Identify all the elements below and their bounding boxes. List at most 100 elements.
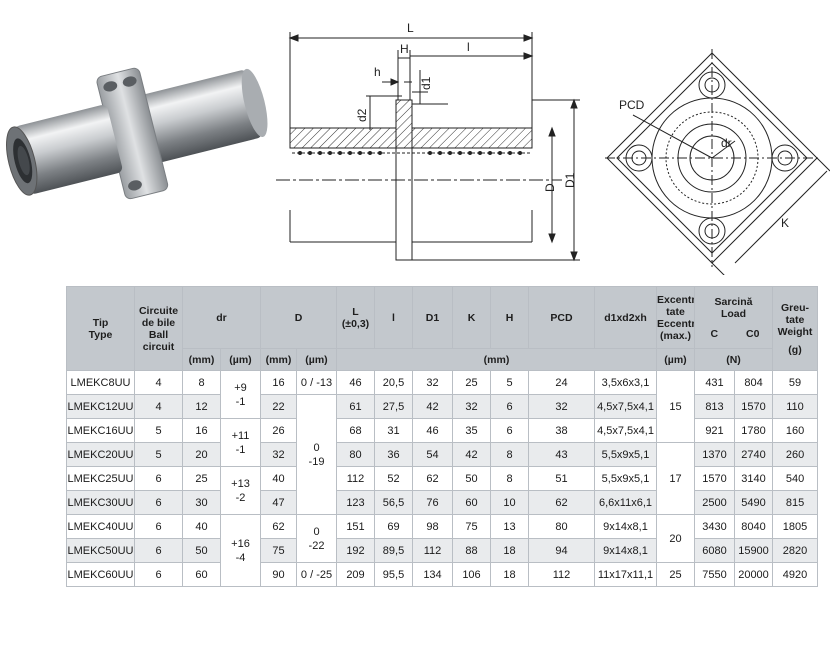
cell-H: 8 bbox=[490, 442, 529, 467]
unit-dr-mm: (mm) bbox=[182, 348, 221, 371]
cell-dr: 16 bbox=[182, 418, 221, 443]
cell-PCD: 51 bbox=[528, 466, 595, 491]
table-row: LMEKC40UU 6 40 +16-4 62 0-22 151 69 98 7… bbox=[66, 514, 818, 587]
cell-weight: 160 bbox=[772, 418, 818, 443]
cell-dr: 25 bbox=[182, 466, 221, 491]
cell-C0: 8040 bbox=[733, 514, 774, 539]
cell-circuit: 4 bbox=[134, 370, 183, 395]
cell-l: 56,5 bbox=[374, 490, 413, 515]
cell-PCD: 32 bbox=[528, 394, 595, 419]
cell-C0: 1780 bbox=[733, 418, 774, 443]
D-tol-upper: 0 bbox=[313, 525, 320, 538]
cell-dr-tol: +11-1 bbox=[220, 418, 261, 467]
cell-circuit: 5 bbox=[134, 418, 183, 443]
header-L: L (±0,3) bbox=[336, 286, 375, 349]
cell-d1d2xh: 11x17x11,1 bbox=[594, 562, 657, 587]
cell-type: LMEKC20UU bbox=[66, 442, 135, 467]
cell-PCD: 43 bbox=[528, 442, 595, 467]
cell-C0: 5490 bbox=[733, 490, 774, 515]
cell-K: 42 bbox=[452, 442, 491, 467]
cell-l: 20,5 bbox=[374, 370, 413, 395]
header-L-line2: (±0,3) bbox=[341, 317, 370, 330]
cell-dr: 12 bbox=[182, 394, 221, 419]
cell-K: 88 bbox=[452, 538, 491, 563]
cell-C0: 15900 bbox=[733, 538, 774, 563]
cell-type: LMEKC8UU bbox=[66, 370, 135, 395]
header-ecc-line4: (max.) bbox=[660, 329, 691, 342]
cell-weight: 540 bbox=[772, 466, 818, 491]
cell-PCD: 112 bbox=[528, 562, 595, 587]
cell-D-tol: 0-22 bbox=[296, 514, 337, 563]
dr-tol-upper: +13 bbox=[231, 477, 250, 490]
header-eccentricity: Excentrici- tate Eccentricity (max.) bbox=[656, 286, 695, 349]
cell-d1d2xh: 9x14x8,1 bbox=[594, 514, 657, 539]
header-PCD: PCD bbox=[528, 286, 595, 349]
cell-H: 10 bbox=[490, 490, 529, 515]
cell-circuit: 6 bbox=[134, 538, 183, 563]
cell-C: 6080 bbox=[694, 538, 735, 563]
cell-D-tol: 0 / -13 bbox=[296, 370, 337, 395]
cell-L: 123 bbox=[336, 490, 375, 515]
unit-D-mm: (mm) bbox=[260, 348, 297, 371]
cell-D1: 76 bbox=[412, 490, 453, 515]
cell-type: LMEKC30UU bbox=[66, 490, 135, 515]
cell-eccentricity: 15 bbox=[656, 370, 695, 443]
cell-dr-tol: +13-2 bbox=[220, 466, 261, 515]
cell-H: 18 bbox=[490, 562, 529, 587]
cell-D: 40 bbox=[260, 466, 297, 491]
cell-l: 31 bbox=[374, 418, 413, 443]
dim-PCD-label: PCD bbox=[619, 98, 645, 112]
cell-eccentricity: 17 bbox=[656, 442, 695, 515]
cell-K: 75 bbox=[452, 514, 491, 539]
cell-circuit: 6 bbox=[134, 466, 183, 491]
cell-PCD: 62 bbox=[528, 490, 595, 515]
header-type-label: Type bbox=[88, 328, 113, 341]
table-row: LMEKC20UU 5 20 32 80 36 54 42 8 43 5,5x9… bbox=[66, 442, 818, 515]
cell-C: 431 bbox=[694, 370, 735, 395]
cell-H: 6 bbox=[490, 418, 529, 443]
dim-d1-label: d1 bbox=[419, 76, 433, 90]
cell-L: 46 bbox=[336, 370, 375, 395]
cell-d1d2xh: 6,6x11x6,1 bbox=[594, 490, 657, 515]
cell-type: LMEKC12UU bbox=[66, 394, 135, 419]
cell-PCD: 24 bbox=[528, 370, 595, 395]
product-photo bbox=[6, 67, 268, 200]
cell-D: 47 bbox=[260, 490, 297, 515]
header-D: D bbox=[260, 286, 337, 349]
dim-D-label: D bbox=[543, 183, 557, 192]
cell-dr: 30 bbox=[182, 490, 221, 515]
cell-dr: 60 bbox=[182, 562, 221, 587]
dr-tol-upper: +9 bbox=[234, 381, 247, 394]
dr-tol-lower: -1 bbox=[235, 395, 246, 408]
cell-weight: 1805 bbox=[772, 514, 818, 539]
cell-D: 32 bbox=[260, 442, 297, 467]
header-D1: D1 bbox=[412, 286, 453, 349]
cell-D1: 62 bbox=[412, 466, 453, 491]
cell-C: 1570 bbox=[694, 466, 735, 491]
cell-L: 112 bbox=[336, 466, 375, 491]
cell-l: 52 bbox=[374, 466, 413, 491]
cell-l: 36 bbox=[374, 442, 413, 467]
cell-PCD: 94 bbox=[528, 538, 595, 563]
cell-weight: 4920 bbox=[772, 562, 818, 587]
cell-C: 921 bbox=[694, 418, 735, 443]
dim-d2-label: d2 bbox=[355, 108, 369, 122]
cell-d1d2xh: 3,5x6x3,1 bbox=[594, 370, 657, 395]
cell-L: 209 bbox=[336, 562, 375, 587]
cell-C0: 1570 bbox=[733, 394, 774, 419]
dr-tol-lower: -2 bbox=[235, 491, 246, 504]
dim-h-label: h bbox=[374, 65, 381, 79]
cell-C0: 3140 bbox=[733, 466, 774, 491]
cell-D: 75 bbox=[260, 538, 297, 563]
cell-D: 26 bbox=[260, 418, 297, 443]
cell-D1: 32 bbox=[412, 370, 453, 395]
cell-D-tol: 0 / -25 bbox=[296, 562, 337, 587]
cell-D: 62 bbox=[260, 514, 297, 539]
cell-circuit: 5 bbox=[134, 442, 183, 467]
header-K: K bbox=[452, 286, 491, 349]
cell-circuit: 6 bbox=[134, 562, 183, 587]
cell-C: 3430 bbox=[694, 514, 735, 539]
header-type: Tip Type bbox=[66, 286, 135, 371]
cell-D1: 46 bbox=[412, 418, 453, 443]
header-ball-circuit: Circuite de bile Ball circuit bbox=[134, 286, 183, 371]
